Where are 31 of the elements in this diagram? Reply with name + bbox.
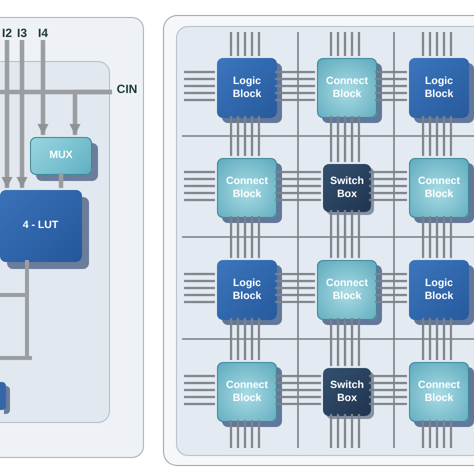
pin-bundle: [422, 318, 452, 360]
signal-label: CIN: [112, 81, 142, 99]
pin-bundle: [375, 272, 407, 304]
logic-block: Logic Block: [409, 58, 469, 118]
pin-bundle: [275, 70, 315, 102]
pin-bundle: [230, 318, 260, 360]
signal-label: I2: [0, 25, 14, 41]
pin-bundle: [330, 210, 360, 258]
pin-bundle: [422, 116, 452, 156]
arrow: [38, 40, 48, 135]
logic-block: [0, 382, 6, 410]
signal-label: I4: [35, 25, 51, 41]
pin-bundle: [230, 216, 260, 258]
switch-box: Switch Box: [323, 368, 371, 416]
lut-block: 4 - LUT: [0, 190, 82, 262]
inner-panel: [0, 61, 110, 423]
wire: [0, 90, 112, 94]
signal-label: I3: [14, 25, 30, 41]
arrow: [2, 40, 12, 188]
pin-bundle: [275, 272, 315, 304]
pin-bundle: [375, 70, 407, 102]
pin-bundle: [230, 116, 260, 156]
pin-bundle: [369, 374, 407, 406]
arrow: [16, 40, 28, 188]
logic-block: Logic Block: [217, 260, 277, 320]
switch-box: Switch Box: [323, 164, 371, 212]
logic-block: Logic Block: [217, 58, 277, 118]
wire: [58, 173, 64, 188]
logic-block: Logic Block: [409, 260, 469, 320]
pin-bundle: [422, 216, 452, 258]
left-panel: [0, 17, 144, 458]
